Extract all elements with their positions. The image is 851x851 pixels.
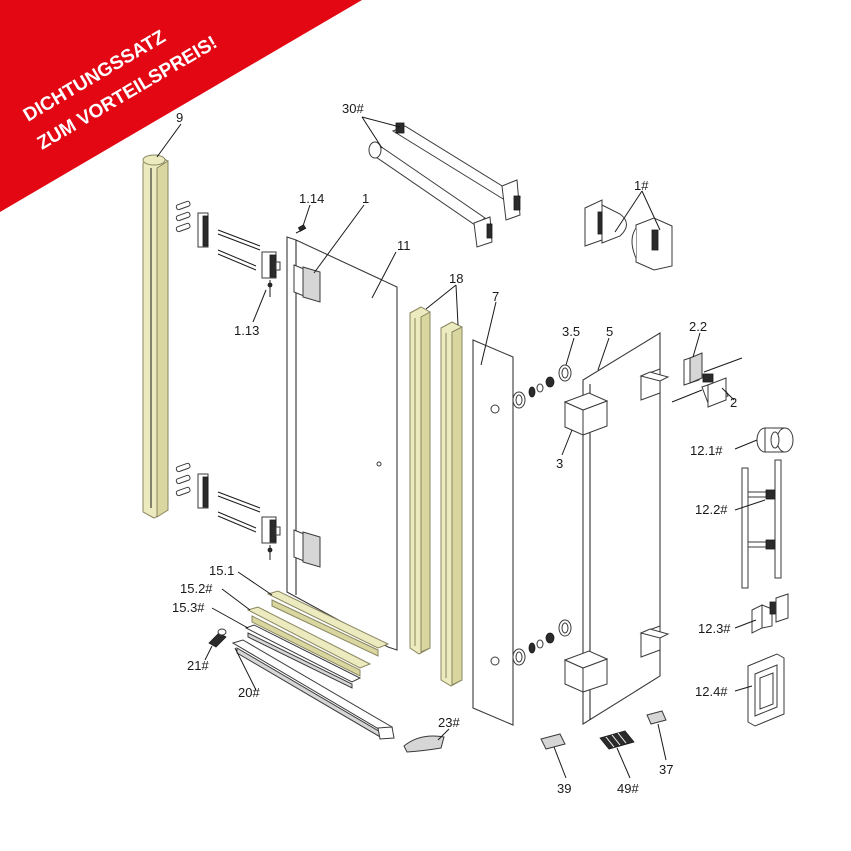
part-11-door-glass — [286, 236, 398, 651]
label-12-3: 12.3# — [698, 621, 731, 636]
part-30-stabilizer-bars — [368, 122, 522, 248]
part-12-2-bar-handle — [741, 459, 782, 589]
clamp-fittings-top — [512, 364, 572, 409]
wall-pins-top — [175, 200, 261, 271]
wall-pins-bottom — [175, 462, 261, 533]
label-18: 18 — [449, 271, 463, 286]
label-9: 9 — [176, 110, 183, 125]
part-49-shim-set — [599, 730, 635, 750]
part-9-wall-profile — [142, 154, 169, 519]
label-39: 39 — [557, 781, 571, 796]
leader-lines — [156, 116, 766, 779]
part-7-fixed-glass — [472, 339, 514, 726]
part-15-1-bottom-seal — [266, 590, 390, 657]
promo-banner: DICHTUNGSSATZ ZUM VORTEILSPREIS! — [0, 0, 362, 212]
part-39-shim — [540, 733, 566, 750]
banner-background — [0, 0, 362, 212]
part-labels: 9 30# 1.14 1 11 1# 1.13 18 7 3.5 5 2.2 2… — [172, 101, 737, 796]
part-18-door-seals — [409, 306, 463, 687]
label-3-5: 3.5 — [562, 324, 580, 339]
part-23-end-cap — [403, 735, 445, 753]
part-20-threshold — [231, 639, 395, 740]
hinge-block-bottom — [261, 516, 281, 560]
hinge-block-top — [261, 251, 281, 297]
label-12-1: 12.1# — [690, 443, 723, 458]
label-1-14: 1.14 — [299, 191, 324, 206]
label-2: 2 — [730, 395, 737, 410]
label-20: 20# — [238, 685, 260, 700]
part-12-4-recessed-handle — [747, 653, 785, 727]
label-1-hash: 1# — [634, 178, 649, 193]
label-23: 23# — [438, 715, 460, 730]
label-15-2: 15.2# — [180, 581, 213, 596]
label-37: 37 — [659, 762, 673, 777]
label-12-4: 12.4# — [695, 684, 728, 699]
label-1-13: 1.13 — [234, 323, 259, 338]
part-21-stopper — [208, 628, 227, 648]
part-12-1-knob — [756, 427, 794, 453]
label-15-3: 15.3# — [172, 600, 205, 615]
label-15-1: 15.1 — [209, 563, 234, 578]
label-49: 49# — [617, 781, 639, 796]
part-1-hinges — [584, 199, 673, 271]
label-3: 3 — [556, 456, 563, 471]
part-15-2-bottom-seal — [246, 606, 372, 677]
label-21: 21# — [187, 658, 209, 673]
label-2-2: 2.2 — [689, 319, 707, 334]
part-37-shim — [646, 710, 667, 725]
label-7: 7 — [492, 289, 499, 304]
label-30: 30# — [342, 101, 364, 116]
label-5: 5 — [606, 324, 613, 339]
part-15-3-bottom-seal — [244, 624, 362, 689]
clamp-fittings-bottom — [512, 619, 572, 666]
label-12-2: 12.2# — [695, 502, 728, 517]
part-5-side-glass — [563, 332, 670, 725]
label-1: 1 — [362, 191, 369, 206]
part-2-wall-bracket — [671, 352, 743, 408]
part-1-14-screw — [295, 224, 307, 234]
label-11: 11 — [397, 238, 411, 253]
part-12-3-small-handle — [751, 593, 789, 634]
